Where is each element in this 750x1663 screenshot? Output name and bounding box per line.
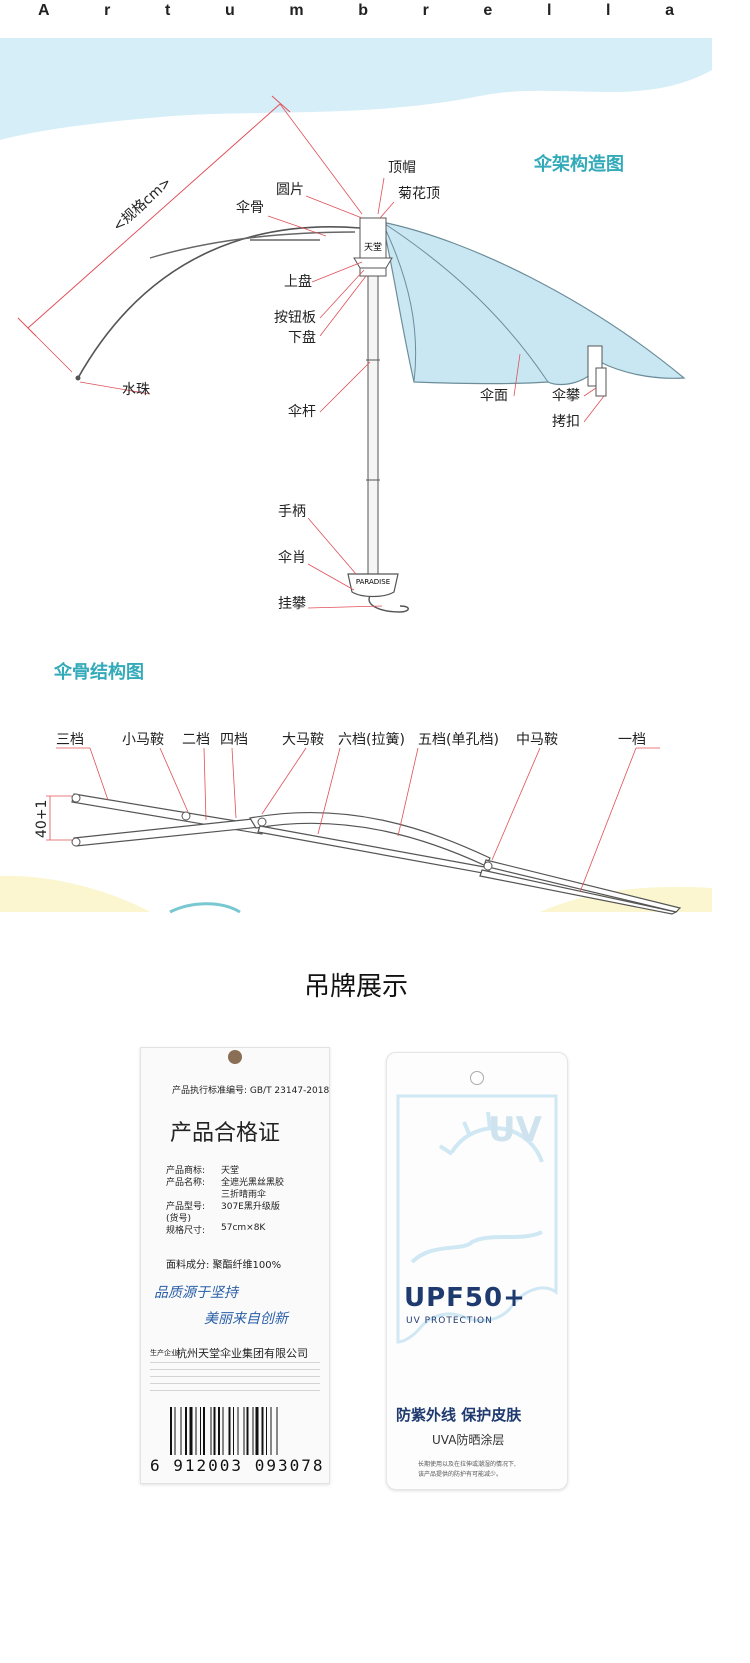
label-strap: 伞攀 bbox=[552, 387, 580, 404]
rib-diagram-title: 伞骨结构图 bbox=[53, 661, 144, 683]
barcode-bar bbox=[229, 1407, 231, 1455]
rib-structure-drawing bbox=[72, 794, 680, 914]
barcode-bar bbox=[185, 1407, 187, 1455]
cert-row-key: 规格尺寸: bbox=[166, 1223, 205, 1236]
teal-arc bbox=[170, 904, 240, 912]
label-disc: 圆片 bbox=[276, 182, 304, 198]
barcode-bar bbox=[218, 1407, 220, 1455]
label-shaft: 伞杆 bbox=[288, 403, 316, 420]
label-sheath: 伞肖 bbox=[278, 549, 306, 566]
cert-heading: 产品合格证 bbox=[170, 1115, 280, 1147]
rib-label-6: 六档(拉簧) bbox=[338, 732, 405, 748]
label-upper-tray: 上盘 bbox=[284, 273, 312, 290]
rib-label-4: 四档 bbox=[220, 732, 248, 748]
barcode-bar bbox=[262, 1407, 264, 1455]
uv-sub: UVA防晒涂层 bbox=[432, 1431, 504, 1448]
rib-label-big-saddle: 大马鞍 bbox=[282, 732, 324, 748]
barcode-bar bbox=[170, 1407, 172, 1455]
barcode bbox=[170, 1407, 310, 1455]
label-hanging-strap: 挂攀 bbox=[278, 596, 306, 612]
leader-lines bbox=[80, 178, 604, 608]
frame-diagram-title: 伞架构造图 bbox=[533, 153, 624, 175]
barcode-bar bbox=[247, 1407, 249, 1455]
barcode-number: 6 912003 093078 bbox=[150, 1456, 325, 1475]
label-rib: 伞骨 bbox=[236, 199, 264, 216]
label-chrysanthemum-top: 菊花顶 bbox=[398, 186, 440, 202]
cert-maker: 杭州天堂伞业集团有限公司 bbox=[176, 1345, 308, 1361]
uv-upf: UPF50+ bbox=[404, 1283, 526, 1313]
rib-dimension: 40+1 bbox=[34, 800, 50, 838]
handle-logo: PARADISE bbox=[356, 578, 390, 586]
rib-label-3: 三档 bbox=[56, 732, 84, 748]
barcode-bar bbox=[233, 1407, 234, 1455]
barcode-bar bbox=[214, 1407, 216, 1455]
barcode-bar bbox=[266, 1407, 267, 1455]
rib-label-2: 二档 bbox=[182, 732, 210, 748]
umbrella-diagram-canvas: 伞架构造图 天堂 PARADISE <规格cm> bbox=[0, 0, 712, 940]
barcode-bar bbox=[271, 1407, 272, 1455]
cert-standard: 产品执行标准编号: GB/T 23147-2018 bbox=[172, 1083, 329, 1096]
barcode-bar bbox=[277, 1407, 278, 1455]
cert-slogan-2: 美丽来自创新 bbox=[204, 1308, 288, 1328]
barcode-bar bbox=[175, 1407, 176, 1455]
yellow-hill-left bbox=[0, 876, 150, 912]
uv-tag-hole bbox=[470, 1071, 484, 1085]
uv-protection: UV PROTECTION bbox=[406, 1316, 493, 1326]
hub-text: 天堂 bbox=[364, 241, 382, 253]
barcode-bar bbox=[200, 1407, 201, 1455]
barcode-bar bbox=[253, 1407, 254, 1455]
label-bead: 水珠 bbox=[122, 382, 150, 398]
rib-label-small-saddle: 小马鞍 bbox=[122, 732, 164, 748]
barcode-bar bbox=[196, 1407, 197, 1455]
sky-band bbox=[0, 38, 712, 140]
barcode-bar bbox=[190, 1407, 193, 1455]
barcode-bar bbox=[181, 1407, 182, 1455]
label-button-plate: 按钮板 bbox=[274, 310, 316, 326]
cert-slogan-1: 品质源于坚持 bbox=[154, 1282, 238, 1302]
uv-note-2: 该产品提供的防护有可能减少。 bbox=[418, 1469, 502, 1478]
rib-label-mid-saddle: 中马鞍 bbox=[516, 732, 558, 748]
uv-big-text: UV bbox=[488, 1110, 542, 1150]
uv-headline: 防紫外线 保护皮肤 bbox=[396, 1404, 521, 1425]
label-canopy: 伞面 bbox=[480, 387, 508, 404]
barcode-bar bbox=[256, 1407, 259, 1455]
rib-curve bbox=[78, 227, 360, 378]
barcode-bar bbox=[238, 1407, 239, 1455]
rib-label-5: 五档(单孔档) bbox=[418, 732, 499, 748]
barcode-bar bbox=[244, 1407, 245, 1455]
barcode-bar bbox=[203, 1407, 205, 1455]
barcode-bar bbox=[211, 1407, 212, 1455]
label-handle: 手柄 bbox=[278, 504, 306, 520]
cert-fabric: 面料成分: 聚酯纤维100% bbox=[166, 1256, 281, 1271]
label-buckle: 拷扣 bbox=[552, 414, 580, 430]
barcode-bar bbox=[223, 1407, 224, 1455]
uv-note-1: 长期使用以及在拉伸或潮湿的情况下, bbox=[418, 1459, 516, 1468]
label-top-cap: 顶帽 bbox=[388, 160, 416, 176]
label-lower-tray: 下盘 bbox=[288, 329, 316, 346]
cert-row-value: 307E黑升级版 bbox=[221, 1199, 280, 1212]
rib-label-1: 一档 bbox=[618, 732, 646, 748]
cert-fine-print bbox=[150, 1362, 320, 1394]
tag-section-title: 吊牌展示 bbox=[0, 966, 712, 1003]
cert-row-key: 产品名称: bbox=[166, 1175, 205, 1188]
tag-hole bbox=[228, 1050, 242, 1064]
cert-row-value: 57cm×8K bbox=[221, 1223, 265, 1233]
